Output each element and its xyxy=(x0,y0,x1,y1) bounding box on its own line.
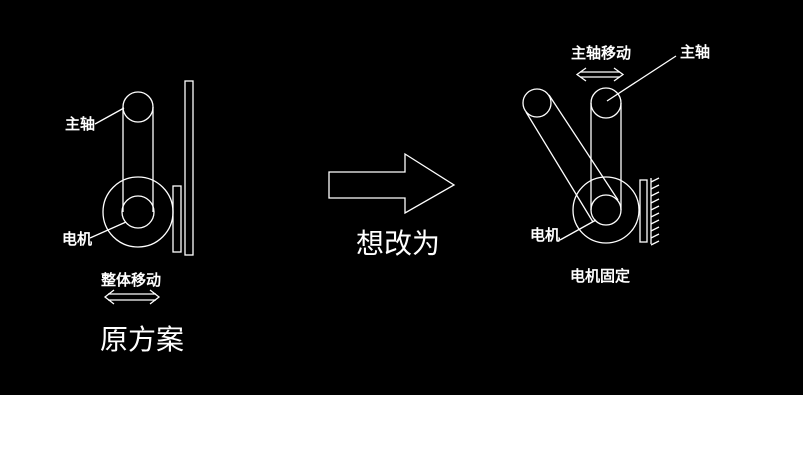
right-spindle-leader xyxy=(606,55,677,102)
right-arrow-icon xyxy=(328,152,456,215)
right-belt-slanted-2 xyxy=(548,94,619,201)
left-motor-pulley-outer xyxy=(102,176,174,248)
left-move-double-arrow xyxy=(103,289,161,305)
left-spindle-label: 主轴 xyxy=(65,115,95,133)
left-motor-leader xyxy=(89,221,127,239)
original-scheme-title: 原方案 xyxy=(100,323,184,356)
proposed-scheme: 主轴移动 主轴 电机 电机固定 xyxy=(522,43,710,285)
original-scheme: 主轴 电机 整体移动 原方案 xyxy=(62,80,194,356)
right-idler-pulley xyxy=(522,88,552,118)
right-spindle-pulley xyxy=(590,87,622,119)
left-column-plate xyxy=(184,80,194,256)
left-motor-pulley-inner xyxy=(121,195,155,229)
left-motor-mount xyxy=(172,185,182,253)
blank-footer-area xyxy=(0,395,803,450)
right-motor-leader xyxy=(559,219,597,241)
right-motor-label: 电机 xyxy=(530,226,560,244)
right-spindle-label: 主轴 xyxy=(680,43,710,61)
change-to-label: 想改为 xyxy=(356,227,440,260)
right-fixed-ground-hatch xyxy=(650,177,660,246)
left-spindle-pulley xyxy=(122,91,154,123)
left-move-label: 整体移动 xyxy=(101,271,161,289)
right-motor-mount xyxy=(639,179,648,243)
cad-drawing-canvas: 主轴 电机 整体移动 原方案 想改为 xyxy=(0,0,803,395)
mechanism-diagram: 主轴 电机 整体移动 原方案 想改为 xyxy=(62,43,710,356)
right-spindle-move-label: 主轴移动 xyxy=(571,44,631,62)
right-belt-slanted-1 xyxy=(525,111,594,223)
change-arrow: 想改为 xyxy=(328,152,456,260)
right-motor-pulley-outer xyxy=(572,176,640,244)
left-motor-label: 电机 xyxy=(62,230,92,248)
left-spindle-leader xyxy=(94,107,125,125)
right-motor-fixed-label: 电机固定 xyxy=(570,267,630,285)
right-spindle-move-double-arrow xyxy=(575,67,625,82)
